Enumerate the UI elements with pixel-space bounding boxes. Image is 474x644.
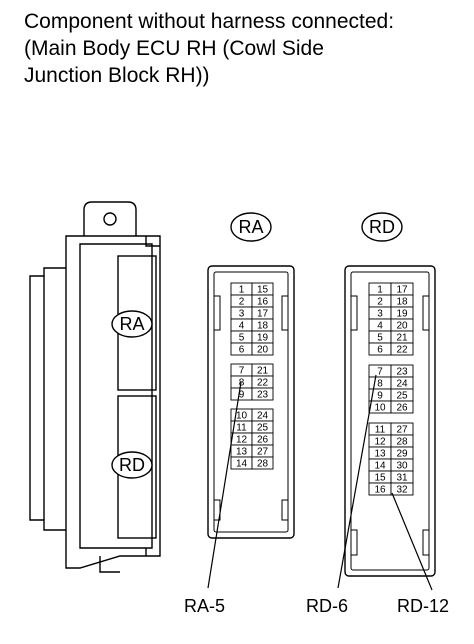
rd-pin-16: 16 [374, 485, 386, 496]
rd-pin-24: 24 [396, 379, 408, 390]
connector-ra-oval [230, 212, 272, 242]
rd-pin-13: 13 [374, 449, 386, 460]
connector-rd-pins: 1 17 2 18 3 19 4 20 5 21 6 22 7 23 8 24 9 25 10 26 11 27 12 28 1… [368, 282, 414, 496]
rd-pin-10: 10 [374, 403, 386, 414]
connector-rd-oval [361, 212, 403, 242]
ra-pin-25: 25 [257, 423, 269, 434]
rd-pin-17: 17 [396, 285, 408, 296]
ra-pin-26: 26 [257, 435, 269, 446]
rd-pin-28: 28 [396, 437, 408, 448]
ra-pin-28: 28 [257, 459, 269, 470]
ra-pin-6: 6 [239, 345, 245, 356]
rd-pin-14: 14 [374, 461, 386, 472]
callout-ra5: RA-5 [184, 596, 225, 616]
ra-pin-3: 3 [239, 309, 245, 320]
ra-pin-cell [251, 456, 274, 470]
ra-pin-15: 15 [257, 285, 269, 296]
ra-pin-19: 19 [257, 333, 269, 344]
rd-pin-cell [390, 482, 414, 496]
callout-rd12: RD-12 [397, 596, 449, 616]
ra-pin-cell [251, 387, 274, 401]
ra-pin-12: 12 [236, 435, 248, 446]
rd-pin-9: 9 [377, 391, 383, 402]
ra-pin-7: 7 [239, 366, 245, 377]
rd-pin-31: 31 [396, 473, 408, 484]
rd-pin-7: 7 [377, 367, 383, 378]
ra-pin-22: 22 [257, 378, 269, 389]
rd-pin-23: 23 [396, 367, 408, 378]
rd-pin-4: 4 [377, 321, 383, 332]
ra-pin-20: 20 [257, 345, 269, 356]
rd-pin-6: 6 [377, 345, 383, 356]
connector-rd: RD 1 17 2 18 3 19 4 20 5 21 6 22 7 23 8 24 9 25 10 26 11 27 12… [344, 212, 436, 577]
rd-pin-26: 26 [396, 403, 408, 414]
ra-pin-13: 13 [236, 447, 248, 458]
rd-pin-21: 21 [396, 333, 408, 344]
rd-pin-29: 29 [396, 449, 408, 460]
caption: Component without harness connected: (Ma… [24, 8, 464, 89]
caption-line-2: (Main Body ECU RH (Cowl Side [24, 37, 324, 60]
rd-pin-5: 5 [377, 333, 383, 344]
ra-pin-cell [251, 342, 274, 356]
callout-rd12-leader [391, 492, 433, 591]
rd-pin-22: 22 [396, 345, 408, 356]
rd-pin-32: 32 [396, 485, 408, 496]
rd-pin-1: 1 [377, 285, 383, 296]
ra-pin-24: 24 [257, 411, 269, 422]
ra-pin-27: 27 [257, 447, 269, 458]
rd-pin-12: 12 [374, 437, 386, 448]
ra-pin-21: 21 [257, 366, 269, 377]
ecu-rd-oval: RD [111, 451, 153, 479]
rd-pin-8: 8 [377, 379, 383, 390]
ra-pin-23: 23 [257, 390, 269, 401]
ecu-ra-label: RA [119, 314, 144, 334]
rd-pin-20: 20 [396, 321, 408, 332]
rd-pin-25: 25 [396, 391, 408, 402]
rd-pin-3: 3 [377, 309, 383, 320]
ra-pin-17: 17 [257, 309, 269, 320]
connector-ra: RA 1 15 2 16 3 17 4 18 5 19 6 20 7 21 8 22 9 23 10 24 11 25 12… [207, 212, 295, 539]
rd-pin-19: 19 [396, 309, 408, 320]
rd-pin-11: 11 [375, 425, 386, 436]
ra-pin-2: 2 [239, 297, 245, 308]
ra-pin-5: 5 [239, 333, 245, 344]
ra-pin-16: 16 [257, 297, 269, 308]
callout-rd6-leader [337, 374, 377, 589]
ra-pin-4: 4 [239, 321, 245, 332]
callout-rd6: RD-6 [306, 596, 348, 616]
ecu-rd-label: RD [119, 455, 145, 475]
ra-pin-11: 11 [236, 423, 247, 434]
rd-pin-18: 18 [396, 297, 408, 308]
rd-pin-30: 30 [396, 461, 408, 472]
ra-pin-1: 1 [239, 285, 245, 296]
connector-rd-name: RD [369, 217, 395, 237]
rd-pin-cell [390, 400, 414, 414]
caption-line-3: Junction Block RH)) [24, 64, 210, 87]
ecu-body [29, 201, 161, 573]
ra-pin-9: 9 [239, 390, 245, 401]
connector-ra-pins: 1 15 2 16 3 17 4 18 5 19 6 20 7 21 8 22 9 23 10 24 11 25 12 26 1… [230, 282, 274, 470]
ra-pin-14: 14 [236, 459, 248, 470]
ecu-ra-oval: RA [111, 310, 153, 338]
rd-pin-27: 27 [396, 425, 408, 436]
callout-ra5-leader [207, 381, 242, 589]
ra-pin-8: 8 [239, 378, 245, 389]
ra-pin-18: 18 [257, 321, 269, 332]
connector-ra-name: RA [238, 217, 263, 237]
caption-line-1: Component without harness connected: [24, 10, 395, 33]
rd-pin-2: 2 [377, 297, 383, 308]
rd-pin-cell [390, 342, 414, 356]
ra-pin-10: 10 [236, 411, 248, 422]
rd-pin-15: 15 [374, 473, 386, 484]
